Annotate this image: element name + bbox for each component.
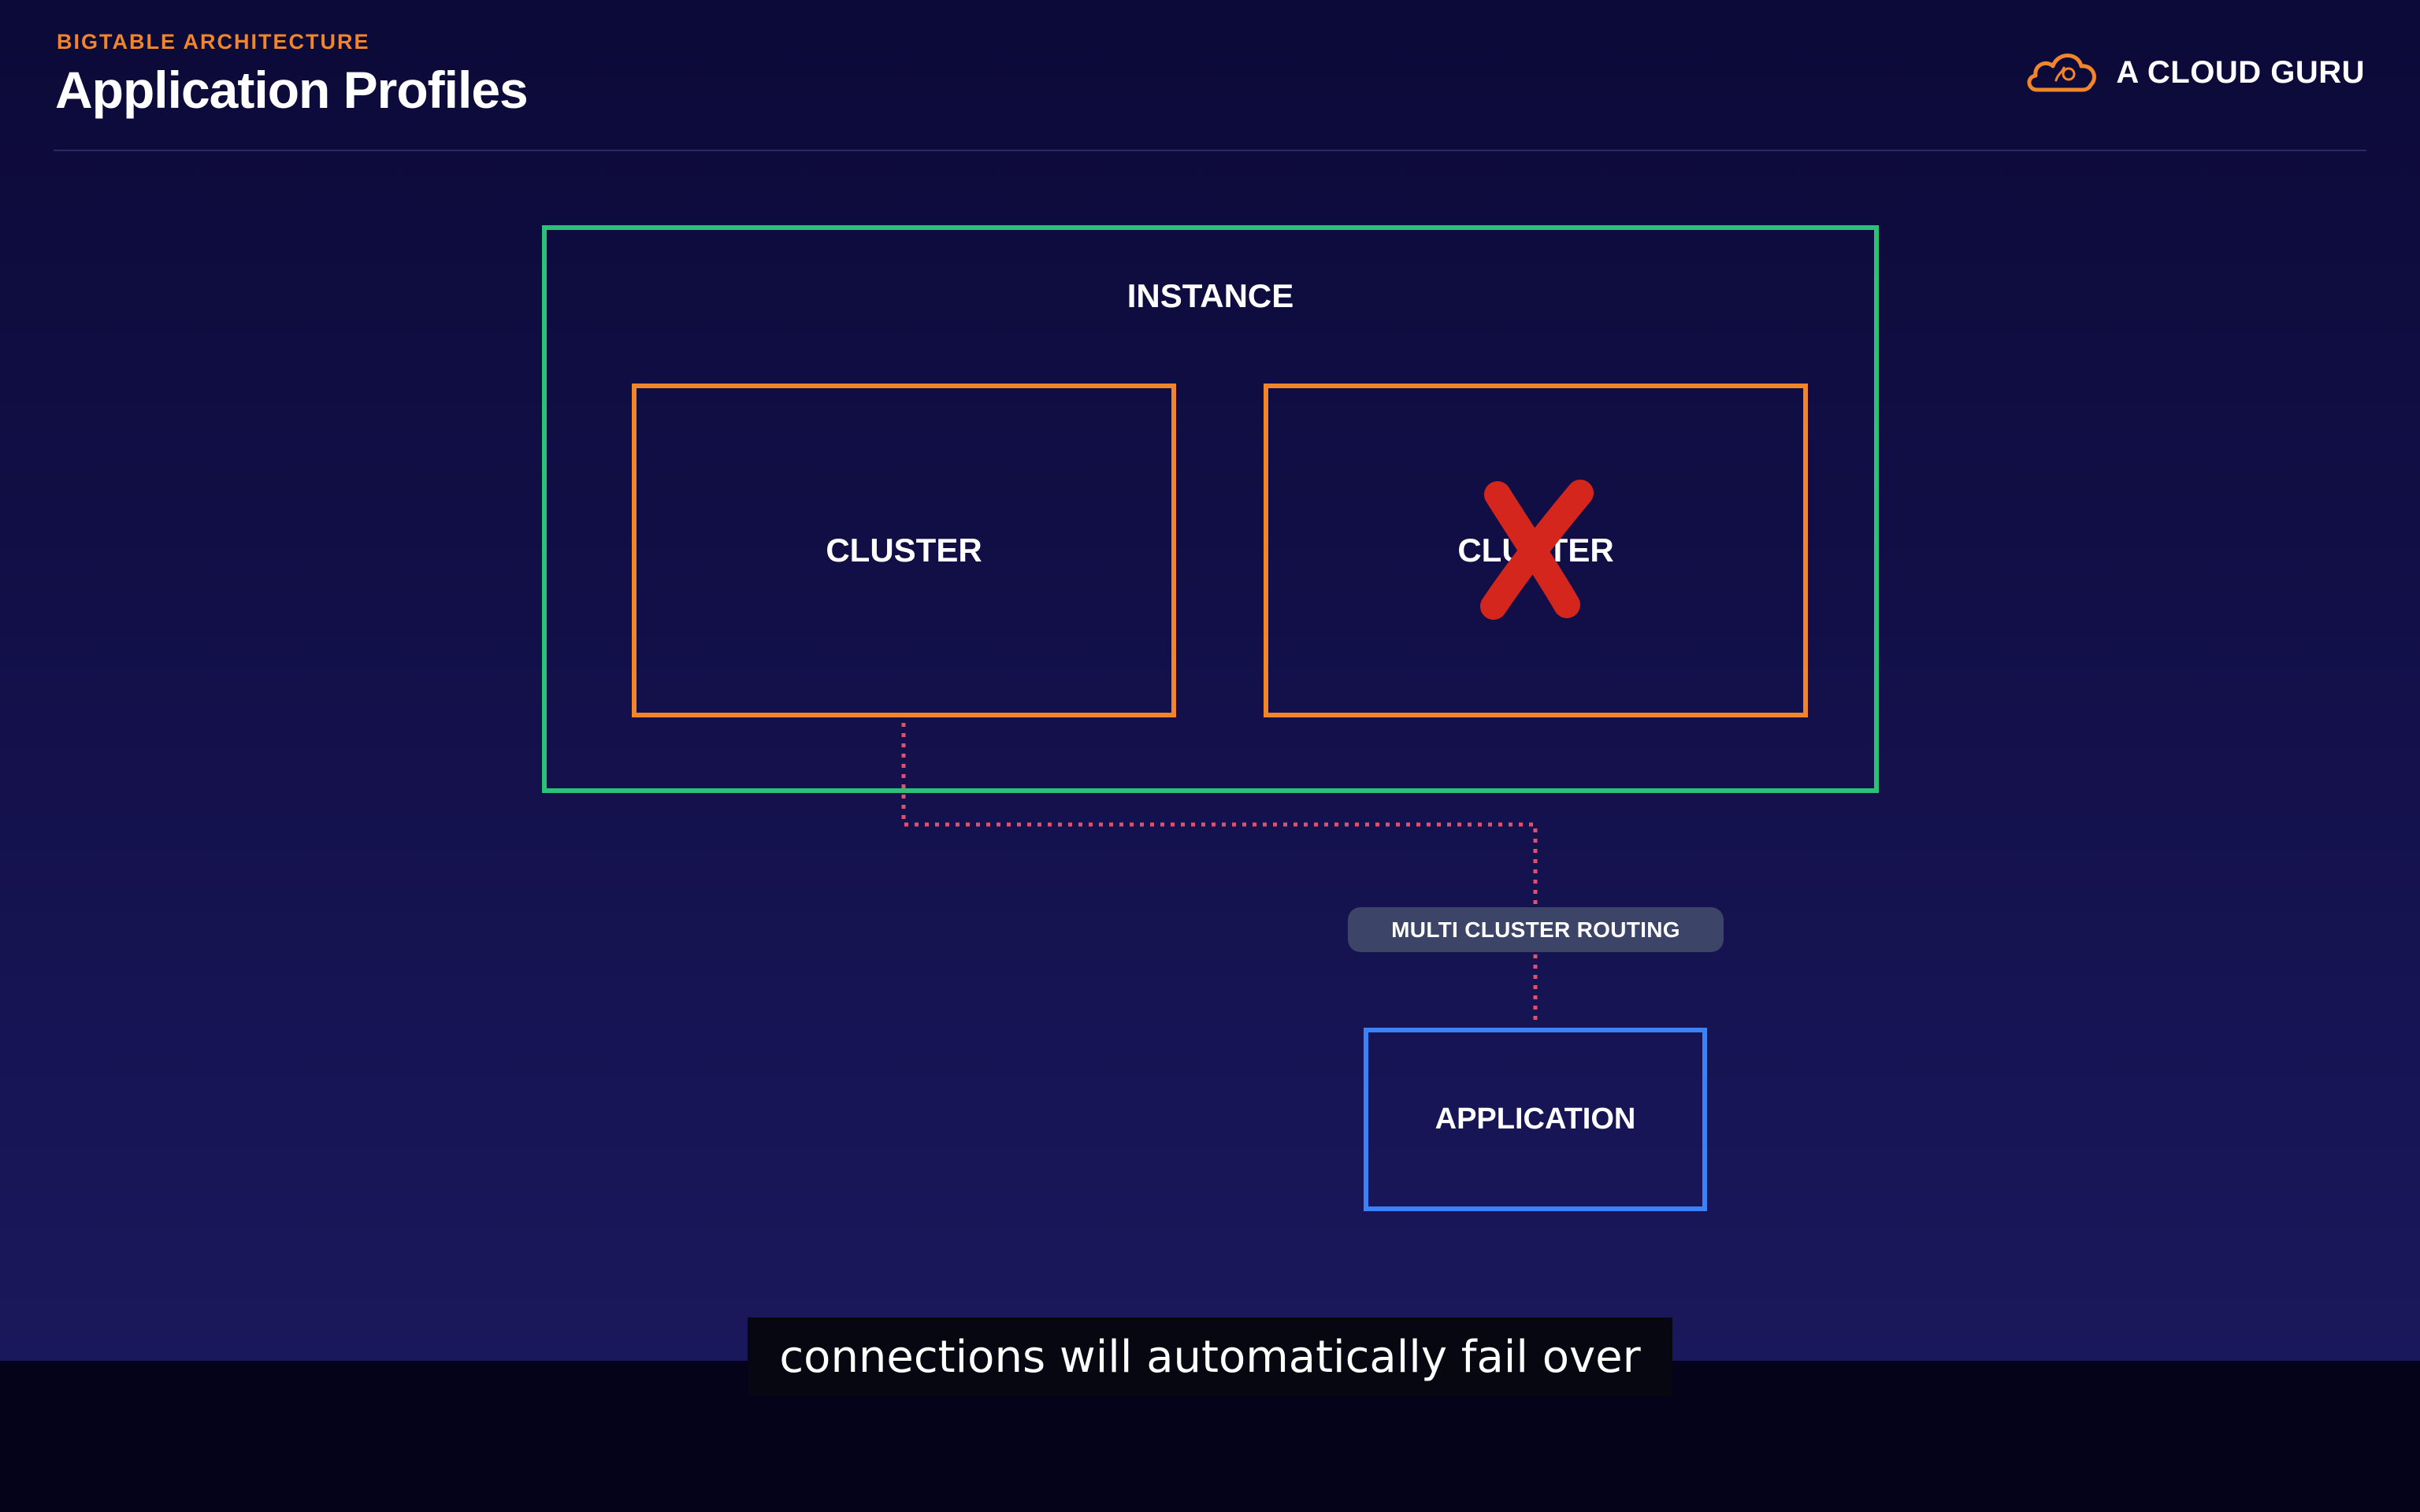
cloud-logo-icon [2023,46,2102,100]
brand-logo: A CLOUD GURU [2023,46,2365,100]
application-label: APPLICATION [1435,1102,1636,1136]
cluster-box-failed: CLUSTER [1264,384,1808,717]
slide-title: Application Profiles [55,61,529,119]
section-kicker: BIGTABLE ARCHITECTURE [57,30,370,54]
caption-text: connections will automatically fail over [779,1331,1641,1383]
subtitle-caption: connections will automatically fail over [748,1317,1672,1396]
cluster-box-primary: CLUSTER [632,384,1176,717]
x-mark-icon [1480,480,1594,620]
header-divider [54,150,2366,151]
video-slide: BIGTABLE ARCHITECTURE Application Profil… [0,0,2420,1361]
brand-name: A CLOUD GURU [2116,55,2365,90]
application-box: APPLICATION [1364,1028,1707,1211]
cluster-label: CLUSTER [826,532,982,569]
routing-connector [901,723,1538,1026]
instance-box: INSTANCE [542,225,1879,793]
instance-label: INSTANCE [1126,277,1294,314]
multi-cluster-routing-badge: MULTI CLUSTER ROUTING [1348,907,1724,952]
